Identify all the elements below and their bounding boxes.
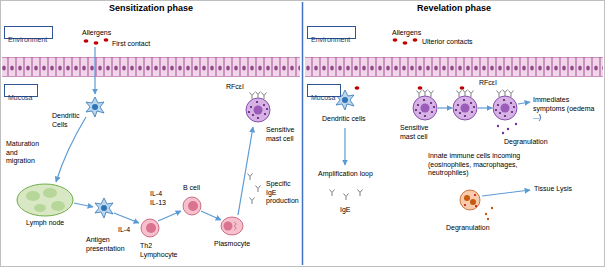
allergen-dots bbox=[84, 38, 465, 90]
region-box: Environment bbox=[4, 26, 53, 39]
cell-label: Allergens bbox=[392, 29, 432, 38]
cell-label: Maturation and migration bbox=[6, 140, 48, 166]
cell-label: Innate immune cells incoming (eosinophil… bbox=[428, 152, 528, 178]
phase-title: Sensitization phase bbox=[0, 0, 302, 13]
cell-label: RFcεI bbox=[226, 83, 250, 92]
cell-label: Amplification loop bbox=[318, 170, 388, 179]
region-box: Mucosa bbox=[4, 84, 38, 97]
divider bbox=[302, 2, 304, 265]
cell-label: Tissue Lysis bbox=[534, 185, 594, 194]
epithelium bbox=[2, 57, 300, 77]
phase-title: Revelation phase bbox=[303, 0, 605, 13]
cell-label: Degranulation bbox=[504, 138, 560, 147]
cell-label: Antigen presentation bbox=[86, 236, 134, 253]
cell-label: First contact bbox=[112, 40, 172, 49]
cell-label: Dendritic Cells bbox=[52, 112, 86, 129]
antibodies bbox=[248, 174, 363, 205]
cell-label: IL-4 IL-13 bbox=[150, 190, 172, 207]
phase-panel: Sensitization phaseEnvironmentMucosa bbox=[0, 0, 302, 267]
epithelium bbox=[305, 57, 603, 77]
region-box: Mucosa bbox=[307, 84, 341, 97]
cell-label: Sensitive mast cell bbox=[266, 126, 300, 143]
cell-label: Specific IgE production bbox=[266, 180, 300, 206]
cell-label: Immediates symptoms (oedema ...) bbox=[533, 96, 599, 122]
cell-label: B cell bbox=[183, 184, 213, 193]
cell-label: RFcεI bbox=[479, 79, 503, 88]
cell-label: Ulterior contacts bbox=[422, 38, 492, 47]
cell-label: IgE bbox=[340, 206, 360, 215]
cell-label: Sensitive mast cell bbox=[400, 124, 444, 141]
granules bbox=[485, 123, 517, 220]
cell-label: IL-4 bbox=[118, 226, 138, 235]
cell-label: Th2 Lymphocyte bbox=[140, 242, 184, 259]
cell-label: Dendritic cells bbox=[322, 115, 382, 124]
region-box: Environment bbox=[307, 26, 356, 39]
region-label: Mucosa bbox=[311, 93, 336, 102]
region-label: Environment bbox=[8, 35, 47, 44]
region-label: Mucosa bbox=[8, 93, 33, 102]
cell-label: Allergens bbox=[82, 29, 122, 38]
cell-label: Lymph node bbox=[26, 219, 76, 228]
cell-label: Degranulation bbox=[446, 224, 502, 233]
lymph-node bbox=[17, 184, 73, 216]
cell-label: Plasmocyte bbox=[214, 240, 264, 249]
region-label: Environment bbox=[311, 35, 350, 44]
arrows bbox=[56, 47, 530, 223]
